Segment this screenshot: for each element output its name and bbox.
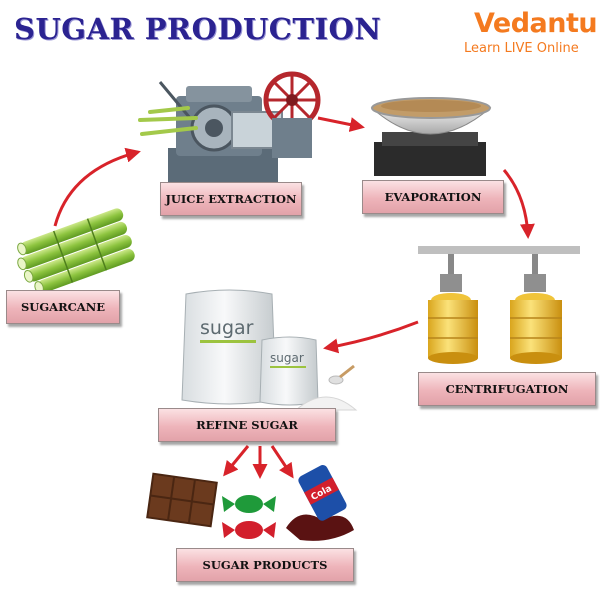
arrow-sugarcane-to-juice-extraction xyxy=(53,147,141,227)
arrow-refine-to-cola xyxy=(270,445,294,479)
sugarcane-illustration xyxy=(17,208,135,294)
chocolate-bar-icon xyxy=(146,472,218,528)
arrow-refine-to-chocolate xyxy=(223,445,250,477)
brand-name: Vedantu xyxy=(474,8,598,39)
step-juice-extraction-label: JUICE EXTRACTION xyxy=(160,182,302,216)
sugar-bag-small-text: sugar xyxy=(270,351,304,365)
juice-extractor-illustration xyxy=(138,71,321,182)
step-sugarcane-label: SUGARCANE xyxy=(6,290,120,324)
arrow-juice-extraction-to-evaporation xyxy=(317,116,365,132)
arrow-centrifugation-to-refine-sugar xyxy=(323,320,419,354)
arrow-evaporation-to-centrifugation xyxy=(502,169,535,239)
centrifuge-unit-right xyxy=(510,254,562,364)
page-title: SUGAR PRODUCTION xyxy=(14,12,382,46)
step-centrifugation-label: CENTRIFUGATION xyxy=(418,372,596,406)
cola-can-icon: Cola xyxy=(286,465,354,541)
flow-arrows xyxy=(53,116,535,479)
candy-icon xyxy=(222,495,276,539)
brand-tagline: Learn LIVE Online xyxy=(464,41,579,56)
evaporation-illustration xyxy=(370,97,492,176)
step-evaporation-label: EVAPORATION xyxy=(362,180,504,214)
step-sugar-products-label: SUGAR PRODUCTS xyxy=(176,548,354,582)
centrifuge-unit-left xyxy=(428,254,478,364)
centrifuge-illustration xyxy=(418,246,580,364)
sugar-bags-illustration: sugar sugar xyxy=(181,289,358,411)
sugar-bag-large-text: sugar xyxy=(200,317,254,339)
step-refine-sugar-label: REFINE SUGAR xyxy=(158,408,336,442)
vedantu-logo: Vedantu Learn LIVE Online xyxy=(462,8,598,60)
sugar-products-illustration: Cola xyxy=(146,465,354,541)
